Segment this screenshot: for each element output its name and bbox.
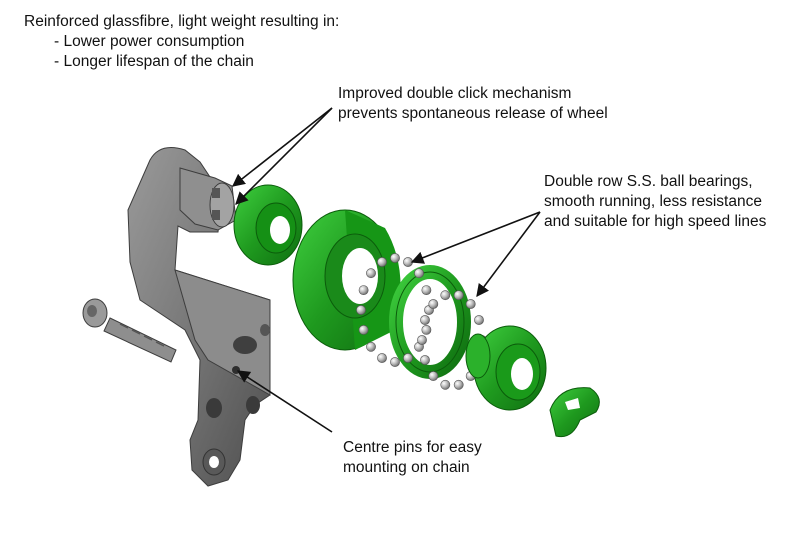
steel-ball bbox=[377, 353, 387, 363]
ball-bearings-line: and suitable for high speed lines bbox=[544, 213, 767, 230]
steel-ball bbox=[421, 285, 432, 295]
click-mechanism-line: prevents spontaneous release of wheel bbox=[338, 105, 608, 122]
steel-ball bbox=[377, 257, 387, 267]
steel-ball bbox=[440, 379, 451, 390]
ball-bearings-line: smooth running, less resistance bbox=[544, 193, 762, 210]
steel-ball bbox=[356, 305, 366, 315]
fixing-bolt bbox=[82, 298, 177, 363]
glassfibre-point: - Longer lifespan of the chain bbox=[54, 53, 254, 70]
green-bearing-cage bbox=[389, 265, 471, 379]
steel-ball bbox=[428, 299, 439, 309]
centre-pins-line: mounting on chain bbox=[343, 459, 470, 476]
arrow-click-lower bbox=[235, 107, 333, 205]
click-mechanism-line: Improved double click mechanism bbox=[338, 85, 572, 102]
green-hub-insert bbox=[465, 325, 547, 411]
green-wheel-hub bbox=[292, 209, 401, 351]
grey-bracket-body bbox=[127, 147, 271, 487]
glassfibre-note: Reinforced glassfibre, light weight resu… bbox=[24, 12, 339, 72]
steel-ball bbox=[428, 371, 439, 381]
steel-ball bbox=[465, 299, 476, 309]
steel-ball bbox=[417, 335, 427, 345]
centre-pins-line: Centre pins for easy bbox=[343, 439, 482, 456]
ball-bearings-note: Double row S.S. ball bearings, smooth ru… bbox=[544, 172, 766, 232]
arrow-centre-pins bbox=[236, 370, 333, 433]
steel-ball bbox=[366, 341, 376, 352]
steel-ball bbox=[358, 285, 369, 295]
click-mechanism-note: Improved double click mechanism prevents… bbox=[338, 84, 608, 124]
steel-ball bbox=[358, 324, 369, 335]
glassfibre-heading: Reinforced glassfibre, light weight resu… bbox=[24, 13, 340, 30]
steel-ball bbox=[420, 315, 430, 325]
steel-ball bbox=[403, 257, 413, 267]
steel-ball bbox=[366, 268, 376, 279]
steel-ball bbox=[453, 290, 464, 301]
steel-ball bbox=[414, 268, 424, 279]
steel-ball bbox=[474, 315, 484, 325]
grey-axle-stub bbox=[179, 167, 237, 231]
steel-ball bbox=[453, 379, 464, 390]
arrow-bearing-right bbox=[476, 211, 541, 298]
callout-arrows bbox=[231, 107, 541, 433]
steel-ball bbox=[420, 355, 430, 365]
glassfibre-point: - Lower power consumption bbox=[54, 33, 245, 50]
arrow-click-upper bbox=[231, 107, 333, 187]
centre-pins-note: Centre pins for easy mounting on chain bbox=[343, 438, 482, 478]
steel-ball bbox=[421, 324, 432, 335]
steel-ball bbox=[390, 357, 400, 367]
steel-ball bbox=[390, 253, 400, 263]
green-click-clip bbox=[549, 387, 600, 438]
green-end-cap bbox=[233, 184, 303, 266]
arrow-bearing-left bbox=[410, 211, 541, 264]
ball-bearings-line: Double row S.S. ball bearings, bbox=[544, 173, 753, 190]
steel-ball bbox=[440, 290, 451, 301]
steel-ball bbox=[403, 353, 413, 363]
